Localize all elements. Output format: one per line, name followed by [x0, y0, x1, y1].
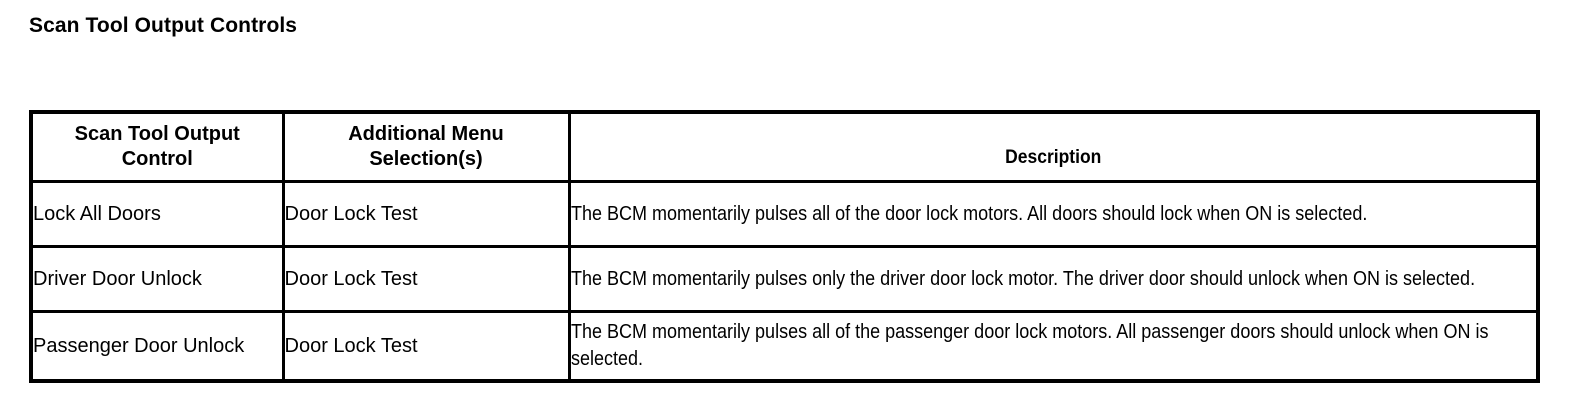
- cell-description: The BCM momentarily pulses all of the do…: [567, 180, 1540, 248]
- cell-control-name: Lock All Doors: [29, 180, 285, 248]
- scan-tool-output-controls-table: Scan Tool Output Control Additional Menu…: [29, 110, 1540, 383]
- table-row: Passenger Door Unlock Door Lock Test The…: [29, 310, 1540, 383]
- description-text: The BCM momentarily pulses all of the pa…: [570, 321, 1488, 370]
- page-title: Scan Tool Output Controls: [29, 14, 298, 37]
- table-row: Lock All Doors Door Lock Test The BCM mo…: [29, 180, 1540, 248]
- scan-tool-output-controls-table-wrapper: Scan Tool Output Control Additional Menu…: [29, 110, 1540, 383]
- column-header-line-2: Selection(s): [369, 148, 483, 170]
- cell-control-name: Passenger Door Unlock: [29, 310, 285, 383]
- description-text: The BCM momentarily pulses all of the do…: [570, 202, 1367, 225]
- table-header: Scan Tool Output Control Additional Menu…: [29, 110, 1540, 183]
- cell-menu-selection: Door Lock Test: [281, 310, 571, 383]
- control-name-text: Lock All Doors: [33, 202, 161, 225]
- column-header-description: Description: [567, 110, 1540, 183]
- table-body: Lock All Doors Door Lock Test The BCM mo…: [29, 180, 1540, 383]
- column-header-line-1: Scan Tool Output: [74, 123, 240, 145]
- column-header-description-label: Description: [1005, 146, 1102, 168]
- cell-control-name: Driver Door Unlock: [29, 245, 285, 313]
- cell-menu-selection: Door Lock Test: [281, 245, 571, 313]
- control-name-text: Driver Door Unlock: [33, 267, 202, 290]
- description-text: The BCM momentarily pulses only the driv…: [570, 267, 1475, 290]
- table-row: Driver Door Unlock Door Lock Test The BC…: [29, 245, 1540, 313]
- column-header-scan-tool-output-control: Scan Tool Output Control: [29, 110, 285, 183]
- control-name-text: Passenger Door Unlock: [33, 334, 245, 357]
- column-header-line-2: Control: [121, 148, 193, 170]
- cell-description: The BCM momentarily pulses all of the pa…: [567, 310, 1540, 383]
- column-header-line-1: Additional Menu: [348, 123, 504, 145]
- cell-menu-selection: Door Lock Test: [281, 180, 571, 248]
- column-header-additional-menu-selections: Additional Menu Selection(s): [281, 110, 571, 183]
- cell-description: The BCM momentarily pulses only the driv…: [567, 245, 1540, 313]
- table-header-row: Scan Tool Output Control Additional Menu…: [29, 110, 1540, 183]
